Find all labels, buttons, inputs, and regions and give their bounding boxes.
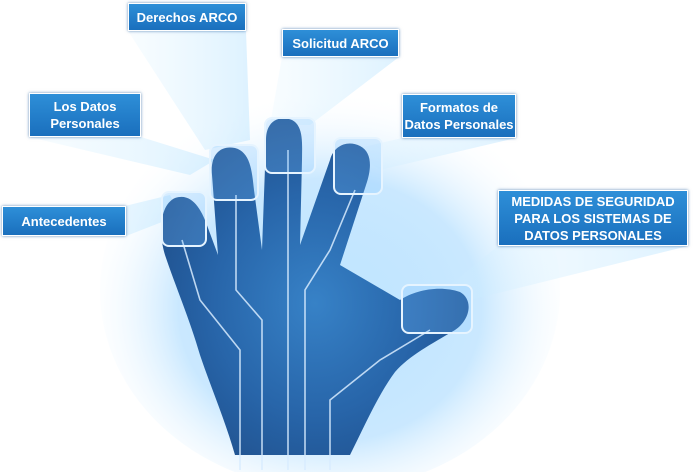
scan-box-middle [264,117,316,174]
scan-box-index [333,137,383,195]
formatos-datos-personales-button[interactable]: Formatos de Datos Personales [402,94,516,138]
scan-box-little [161,191,207,247]
circuit-traces [181,150,431,470]
antecedentes-button[interactable]: Antecedentes [2,206,126,236]
derechos-arco-button[interactable]: Derechos ARCO [128,3,246,31]
solicitud-arco-button[interactable]: Solicitud ARCO [282,29,399,57]
scan-box-ring [209,144,259,201]
scan-box-thumb [401,284,473,334]
medidas-seguridad-button[interactable]: MEDIDAS DE SEGURIDAD PARA LOS SISTEMAS D… [498,190,688,246]
light-beams [2,31,688,300]
los-datos-personales-button[interactable]: Los Datos Personales [29,93,141,137]
hand-silhouette [161,118,469,456]
fingerprint-scan-boxes [161,117,473,334]
